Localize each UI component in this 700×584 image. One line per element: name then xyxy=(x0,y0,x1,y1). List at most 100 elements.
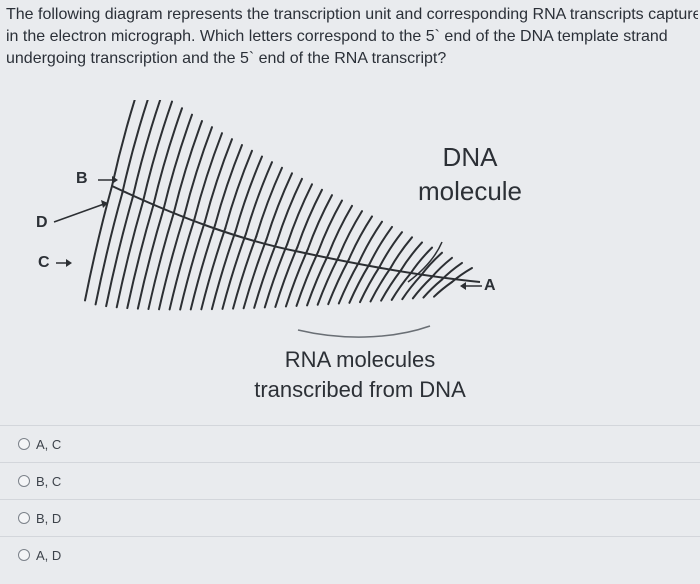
question-line-3: undergoing transcription and the 5` end … xyxy=(6,50,447,67)
rna-transcript-strand xyxy=(337,260,361,305)
rna-transcript-strand xyxy=(317,199,343,253)
rna-transcript-strand xyxy=(263,243,289,309)
transcription-diagram: B D C A DNA molecule RNA molecules trans… xyxy=(0,76,700,420)
rna-transcript-strand xyxy=(358,220,383,263)
rna-transcript-strand xyxy=(193,132,223,221)
rna-transcript-strand xyxy=(390,272,412,301)
rna-transcript-strand xyxy=(105,196,134,308)
rna-transcript-strand xyxy=(348,262,371,304)
radio-button[interactable] xyxy=(18,475,30,487)
rna-transcript-strand xyxy=(422,278,443,299)
radio-button[interactable] xyxy=(18,512,30,524)
rna-transcript-strand xyxy=(221,232,247,310)
rna-transcript-strand xyxy=(378,231,403,268)
dna-label-line-2: molecule xyxy=(417,176,523,206)
option-b-c[interactable]: B, C xyxy=(0,462,700,499)
rna-transcript-strand xyxy=(306,194,333,251)
rna-transcript-strand xyxy=(337,210,363,258)
option-b-d[interactable]: B, D xyxy=(0,499,700,536)
rna-transcript-strand xyxy=(380,269,402,302)
rna-molecules-label: RNA molecules transcribed from DNA xyxy=(220,345,500,405)
option-label: A, D xyxy=(36,547,62,563)
rna-transcript-strand xyxy=(147,211,175,311)
rna-transcript-strand xyxy=(433,281,453,298)
rna-transcript-strand xyxy=(327,204,353,256)
rna-transcript-strand xyxy=(214,143,243,227)
arrow-b-head xyxy=(112,176,118,184)
label-d: D xyxy=(36,214,48,231)
rna-transcript-strand xyxy=(389,236,413,270)
option-a-c[interactable]: A, C xyxy=(0,425,700,462)
rna-transcript-strand xyxy=(131,93,163,199)
answer-options: A, C B, C B, D A, D xyxy=(0,425,700,573)
dna-molecule-label: DNA molecule xyxy=(400,140,540,208)
rna-transcript-strand xyxy=(203,138,233,224)
rna-transcript-strand xyxy=(253,240,278,309)
rna-transcript-strand xyxy=(234,155,263,232)
rna-transcript-strand xyxy=(316,255,340,306)
rna-transcript-strand xyxy=(284,248,309,308)
rna-transcript-strand xyxy=(179,221,206,311)
option-label: B, D xyxy=(36,510,62,526)
rna-transcript-strand xyxy=(358,265,381,304)
rna-transcript-strand xyxy=(189,224,217,311)
rna-transcript-strand xyxy=(244,161,273,235)
rna-transcript-strand xyxy=(242,238,268,310)
question-text: The following diagram represents the tra… xyxy=(6,4,698,70)
rna-label-line-2: transcribed from DNA xyxy=(254,377,466,402)
rna-transcript-strand xyxy=(84,185,113,302)
dna-strand xyxy=(111,185,481,283)
rna-transcript-strand xyxy=(141,100,173,203)
rna-transcript-strand xyxy=(210,229,237,311)
radio-button[interactable] xyxy=(18,438,30,450)
rna-transcript-strand xyxy=(411,276,433,300)
option-a-d[interactable]: A, D xyxy=(0,536,700,573)
rna-transcript-strand xyxy=(168,218,196,311)
rna-transcript-strand xyxy=(255,166,283,238)
rna-transcript-strand xyxy=(399,241,423,272)
arrow-c-head xyxy=(66,259,72,267)
label-a: A xyxy=(484,277,496,294)
rna-transcript-strand xyxy=(115,200,144,309)
arrow-a-head xyxy=(460,282,466,290)
rna-transcript-strand xyxy=(136,208,165,310)
rna-transcript-strand xyxy=(306,253,330,307)
rna-transcript-strand xyxy=(183,126,213,218)
rna-transcript-strand xyxy=(200,227,227,311)
rna-transcript-strand xyxy=(295,250,320,307)
rna-transcript-strand xyxy=(265,172,293,241)
rna-transcript-strand xyxy=(162,113,193,211)
rna-transcript-strand xyxy=(274,245,299,308)
dna-tail-line xyxy=(407,241,443,283)
rna-transcript-strand xyxy=(296,188,323,248)
question-line-1: The following diagram represents the tra… xyxy=(6,6,698,23)
option-label: B, C xyxy=(36,473,62,489)
rna-transcript-strand xyxy=(451,267,473,283)
rna-transcript-strand xyxy=(286,183,313,246)
dna-label-line-1: DNA xyxy=(442,142,498,172)
rna-transcript-strand xyxy=(126,204,155,310)
question-line-2: in the electron micrograph. Which letter… xyxy=(6,28,668,45)
rna-transcript-strand xyxy=(401,274,423,301)
rna-transcript-strand xyxy=(409,246,433,275)
label-c: C xyxy=(38,254,50,271)
arrow-d-line xyxy=(53,203,105,223)
radio-button[interactable] xyxy=(18,549,30,561)
rna-transcript-strand xyxy=(368,225,393,265)
rna-brace xyxy=(297,325,431,338)
rna-transcript-strand xyxy=(327,258,350,306)
rna-transcript-strand xyxy=(275,177,303,243)
rna-transcript-strand xyxy=(172,120,203,214)
option-label: A, C xyxy=(36,436,62,452)
label-b: B xyxy=(76,170,88,187)
rna-transcript-strand xyxy=(420,251,443,277)
rna-transcript-strand xyxy=(232,235,258,310)
rna-transcript-strand xyxy=(152,107,183,207)
arrow-d-head xyxy=(101,200,108,208)
rna-transcript-strand xyxy=(369,267,392,303)
rna-transcript-strand xyxy=(347,215,373,261)
rna-label-line-1: RNA molecules xyxy=(284,347,436,372)
transcription-diagram-graphic xyxy=(53,76,482,338)
rna-transcript-strand xyxy=(224,149,253,230)
rna-transcript-strand xyxy=(158,215,186,311)
